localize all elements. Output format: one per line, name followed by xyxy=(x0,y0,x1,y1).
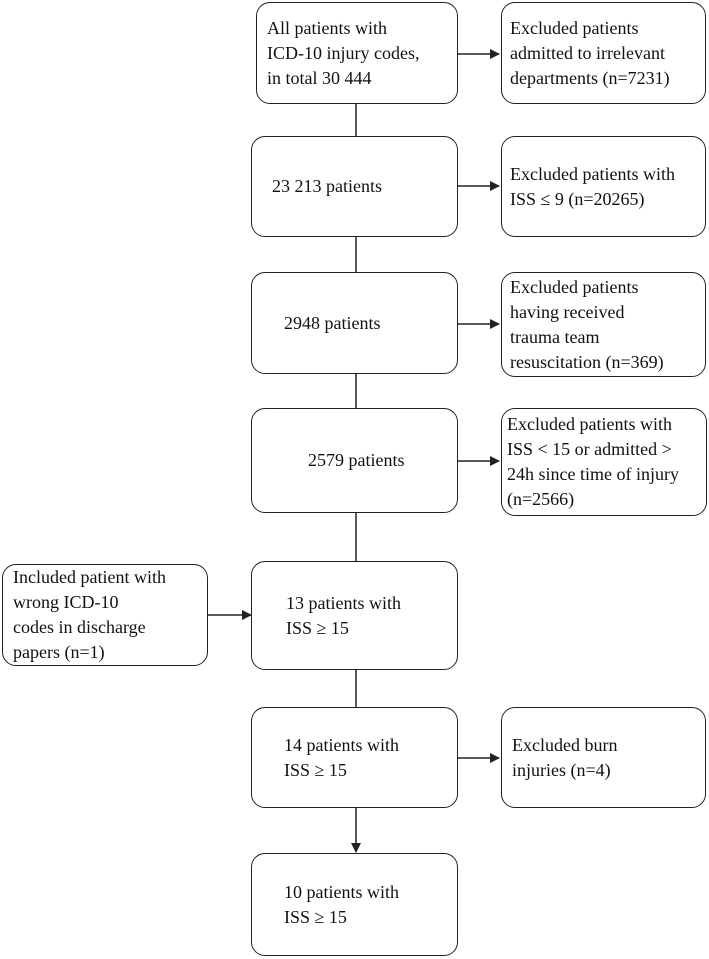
box-10-patients-text: 10 patients with ISS ≥ 15 xyxy=(284,881,399,927)
box-all-patients-text: All patients with ICD-10 injury codes, i… xyxy=(267,17,420,88)
box-excluded-burn: Excluded burn injuries (n=4) xyxy=(501,707,706,808)
box-23213-patients: 23 213 patients xyxy=(251,136,458,237)
box-excluded-trauma-team: Excluded patients having received trauma… xyxy=(501,272,706,377)
box-14-patients-text: 14 patients with ISS ≥ 15 xyxy=(284,734,399,780)
box-all-patients: All patients with ICD-10 injury codes, i… xyxy=(256,2,458,104)
box-excluded-departments: Excluded patients admitted to irrelevant… xyxy=(501,2,706,104)
box-excluded-burn-text: Excluded burn injuries (n=4) xyxy=(512,734,618,780)
box-excluded-iss9: Excluded patients with ISS ≤ 9 (n=20265) xyxy=(501,136,706,237)
box-2948-patients: 2948 patients xyxy=(251,272,458,374)
box-10-patients: 10 patients with ISS ≥ 15 xyxy=(251,853,458,956)
box-included-wrong-icd-text: Included patient with wrong ICD-10 codes… xyxy=(13,567,166,662)
box-13-patients-text: 13 patients with ISS ≥ 15 xyxy=(286,592,401,638)
box-2579-patients-text: 2579 patients xyxy=(308,450,405,470)
box-2948-patients-text: 2948 patients xyxy=(284,312,381,333)
box-14-patients: 14 patients with ISS ≥ 15 xyxy=(251,707,458,808)
box-excluded-iss15-24h: Excluded patients with ISS < 15 or admit… xyxy=(501,408,707,516)
box-2579-patients: 2579 patients xyxy=(251,408,458,513)
box-23213-patients-text: 23 213 patients xyxy=(272,176,382,196)
box-excluded-trauma-team-text: Excluded patients having received trauma… xyxy=(510,276,664,372)
box-excluded-iss9-text: Excluded patients with ISS ≤ 9 (n=20265) xyxy=(510,163,675,209)
box-excluded-departments-text: Excluded patients admitted to irrelevant… xyxy=(510,17,670,88)
box-included-wrong-icd: Included patient with wrong ICD-10 codes… xyxy=(2,564,208,666)
box-13-patients: 13 patients with ISS ≥ 15 xyxy=(251,561,458,670)
box-excluded-iss15-24h-text: Excluded patients with ISS < 15 or admit… xyxy=(507,414,679,509)
